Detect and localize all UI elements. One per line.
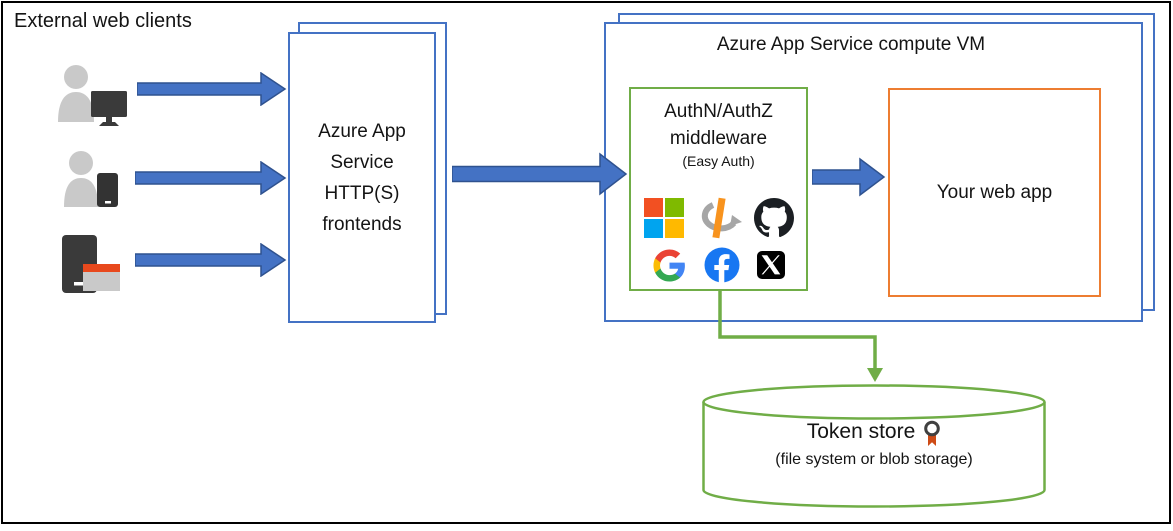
google-icon (653, 248, 685, 282)
compute-vm-title: Azure App Service compute VM (716, 34, 986, 55)
frontends-box: Azure App Service HTTP(S) frontends (288, 32, 436, 323)
arrow-client1-to-frontends (137, 72, 287, 106)
desktop-user-icon (58, 65, 127, 126)
token-store-title: Token store (806, 420, 916, 443)
facebook-icon (704, 247, 740, 283)
openid-icon (701, 197, 742, 239)
token-store-text: Token store (file system or blob storage… (702, 420, 1046, 469)
external-clients-title: External web clients (14, 10, 192, 32)
microsoft-icon (643, 198, 684, 238)
x-twitter-icon (757, 251, 785, 279)
web-app-box: Your web app (888, 88, 1101, 297)
token-store-subtitle: (file system or blob storage) (775, 451, 973, 468)
web-app-label: Your web app (936, 181, 1053, 203)
arrow-frontends-to-middleware (452, 152, 628, 196)
arrow-client3-to-frontends (135, 243, 287, 277)
github-icon (753, 198, 794, 238)
device-browser-icon (62, 235, 120, 293)
middleware-line1: AuthN/AuthZ (664, 101, 773, 122)
connector-middleware-to-token-store (718, 291, 883, 382)
arrow-middleware-to-webapp (812, 157, 886, 197)
frontends-label: Azure App Service HTTP(S) frontends (318, 120, 406, 235)
arrow-client2-to-frontends (135, 161, 287, 195)
token-store-cylinder (702, 384, 1046, 508)
middleware-line3: (Easy Auth) (682, 153, 755, 169)
middleware-box: AuthN/AuthZ middleware (Easy Auth) (629, 87, 808, 291)
mobile-user-icon (64, 151, 118, 207)
middleware-line2: middleware (669, 128, 768, 149)
identity-providers-row1 (631, 195, 806, 241)
certificate-badge-icon (924, 420, 941, 446)
identity-providers-row2 (631, 247, 806, 283)
